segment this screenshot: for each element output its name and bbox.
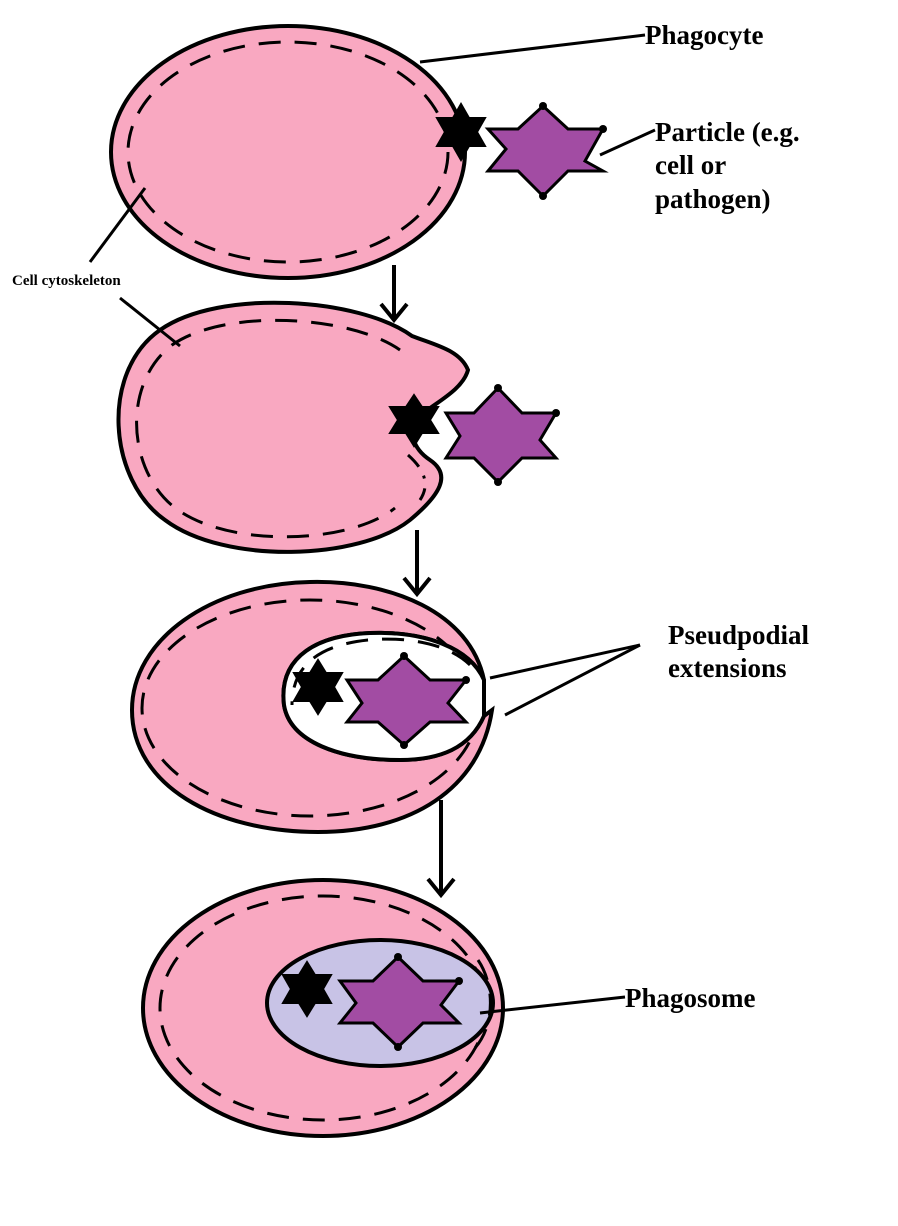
cytoskeleton-outline-2 xyxy=(135,318,401,539)
phagocyte-cell-invaginating xyxy=(116,300,471,554)
stage-2-invagination xyxy=(116,300,560,554)
label-particle-line1: Particle (e.g. xyxy=(655,117,800,147)
label-cytoskeleton: Cell cytoskeleton xyxy=(12,273,121,289)
arrow-down-icon xyxy=(402,530,432,598)
label-pseudopodial-line1: Pseudpodial xyxy=(668,620,810,650)
receptor-star-icon-3 xyxy=(292,658,344,716)
receptor-star-icon xyxy=(435,101,487,163)
label-pseudopodial-line2: extensions xyxy=(668,653,787,683)
stage-4-phagosome xyxy=(141,878,505,1138)
arrow-down-icon xyxy=(426,800,456,899)
stage-1-phagocyte xyxy=(109,24,609,280)
leader-lines xyxy=(88,33,656,1015)
particle-star-icon-2 xyxy=(443,385,560,485)
label-phagosome: Phagosome xyxy=(625,983,756,1013)
label-particle-line3: pathogen) xyxy=(655,184,771,214)
stage-3-pseudopods xyxy=(129,579,495,835)
particle-star-icon xyxy=(484,103,609,199)
receptor-star-icon-4 xyxy=(281,960,333,1018)
receptor-star-icon-2 xyxy=(388,393,440,448)
cytoskeleton-outline xyxy=(126,40,450,264)
label-particle-line2: cell or xyxy=(655,150,726,180)
phagocyte-cell xyxy=(109,24,467,280)
label-phagocyte: Phagocyte xyxy=(645,20,763,50)
arrow-down-icon xyxy=(379,265,409,324)
process-arrows xyxy=(379,265,456,899)
